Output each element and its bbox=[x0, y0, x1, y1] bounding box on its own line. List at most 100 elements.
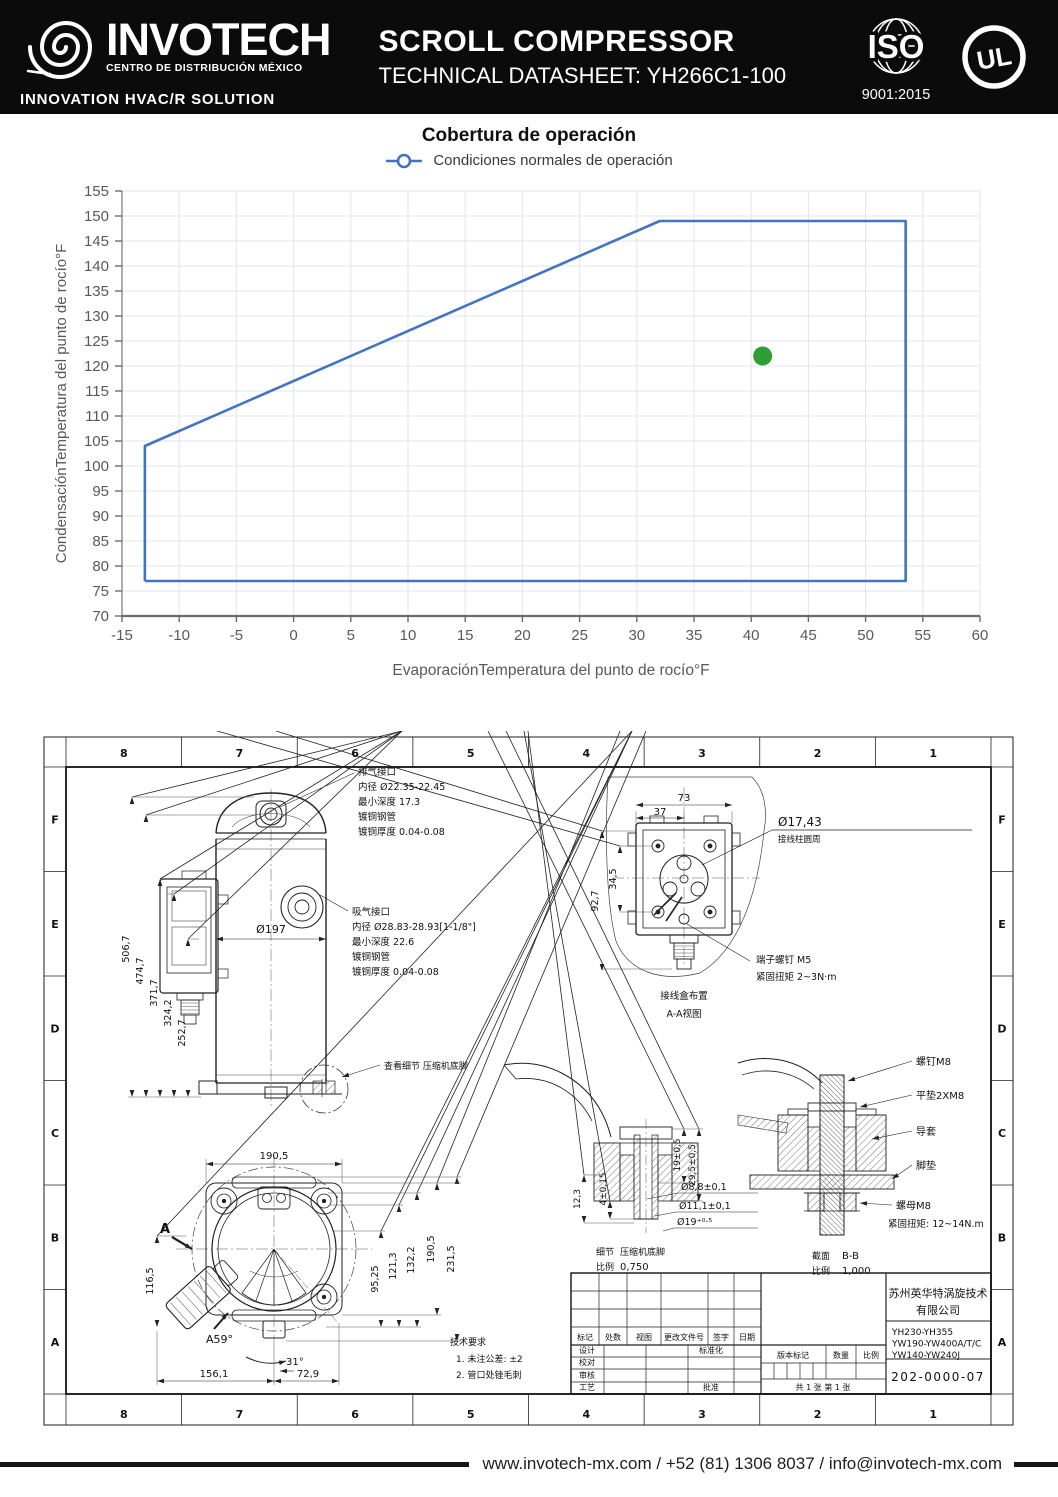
svg-text:140: 140 bbox=[84, 258, 109, 275]
svg-text:ISO: ISO bbox=[868, 28, 925, 65]
svg-text:324,2: 324,2 bbox=[163, 999, 174, 1026]
svg-text:135: 135 bbox=[84, 283, 109, 300]
envelope-outline bbox=[143, 219, 907, 583]
svg-text:更改文件号: 更改文件号 bbox=[664, 1332, 704, 1342]
svg-text:-15: -15 bbox=[111, 627, 133, 644]
page-subtitle: TECHNICAL DATASHEET: YH266C1-100 bbox=[378, 63, 787, 88]
svg-text:镀铜厚度 0.04-0.08: 镀铜厚度 0.04-0.08 bbox=[358, 826, 445, 838]
ul-badge: UL bbox=[962, 25, 1026, 89]
gridlines bbox=[121, 190, 981, 617]
operating-envelope-section: Cobertura de operación Condiciones norma… bbox=[0, 125, 1058, 685]
svg-text:C: C bbox=[51, 1127, 59, 1140]
svg-text:F: F bbox=[998, 813, 1006, 826]
svg-text:371,7: 371,7 bbox=[149, 979, 160, 1006]
svg-text:0,750: 0,750 bbox=[620, 1262, 649, 1273]
legend-marker-icon bbox=[386, 153, 423, 168]
logo-tagline: INNOVATION HVAC/R SOLUTION bbox=[20, 90, 275, 108]
svg-text:120: 120 bbox=[84, 358, 109, 375]
svg-text:紧固扭矩: 12~14N.m: 紧固扭矩: 12~14N.m bbox=[888, 1218, 984, 1230]
svg-text:80: 80 bbox=[92, 558, 109, 575]
svg-text:A59°: A59° bbox=[206, 1333, 233, 1346]
svg-text:接线盒布置: 接线盒布置 bbox=[660, 990, 708, 1002]
x-axis-label: EvaporaciónTemperatura del punto de rocí… bbox=[392, 662, 709, 679]
svg-text:75: 75 bbox=[92, 583, 109, 600]
svg-text:校对: 校对 bbox=[579, 1357, 595, 1367]
iso-badge: ISO 9001:2015 bbox=[862, 18, 930, 103]
svg-text:45: 45 bbox=[800, 627, 817, 644]
svg-text:Ø197: Ø197 bbox=[256, 923, 286, 936]
footer-rule-right bbox=[1014, 1461, 1058, 1467]
svg-text:F: F bbox=[51, 813, 59, 826]
svg-text:YH230-YH355: YH230-YH355 bbox=[891, 1328, 953, 1338]
document-title: SCROLL COMPRESSOR TECHNICAL DATASHEET: Y… bbox=[379, 25, 787, 89]
svg-text:版本标记: 版本标记 bbox=[777, 1350, 809, 1360]
svg-text:A: A bbox=[998, 1336, 1007, 1349]
svg-text:35: 35 bbox=[686, 627, 703, 644]
svg-text:4: 4 bbox=[582, 747, 590, 760]
y-axis-label: CondensaciónTemperatura del punto de roc… bbox=[53, 244, 70, 564]
globe-icon bbox=[868, 18, 924, 74]
svg-text:1. 未注公差: ±2: 1. 未注公差: ±2 bbox=[456, 1353, 523, 1365]
svg-text:29,5±0,5: 29,5±0,5 bbox=[688, 1144, 698, 1186]
svg-text:审核: 审核 bbox=[579, 1370, 595, 1380]
svg-text:1,000: 1,000 bbox=[842, 1266, 871, 1277]
svg-text:日期: 日期 bbox=[739, 1333, 755, 1342]
svg-text:19±0,5: 19±0,5 bbox=[673, 1138, 683, 1171]
page-title: SCROLL COMPRESSOR bbox=[378, 25, 735, 58]
svg-text:内径 Ø22.35-22.45: 内径 Ø22.35-22.45 bbox=[358, 781, 445, 793]
svg-text:螺钉M8: 螺钉M8 bbox=[916, 1056, 951, 1068]
svg-text:苏州英华特涡旋技术: 苏州英华特涡旋技术 bbox=[889, 1286, 988, 1300]
svg-text:最小深度 22.6: 最小深度 22.6 bbox=[352, 936, 414, 948]
svg-text:8: 8 bbox=[120, 747, 128, 760]
svg-text:标记: 标记 bbox=[577, 1332, 593, 1342]
header: INVOTECH CENTRO DE DISTRIBUCIÓN MÉXICO I… bbox=[0, 0, 1058, 114]
svg-text:平垫2XM8: 平垫2XM8 bbox=[916, 1089, 964, 1102]
svg-text:排气接口: 排气接口 bbox=[358, 766, 396, 778]
svg-text:100: 100 bbox=[84, 458, 109, 475]
title-block: 标记处数视图更改文件号签字日期设计校对审核工艺标准化批准版本标记数量比例共 1 … bbox=[570, 1272, 992, 1395]
svg-text:110: 110 bbox=[85, 408, 109, 425]
svg-text:E: E bbox=[51, 918, 59, 931]
svg-text:截面: 截面 bbox=[812, 1250, 830, 1262]
svg-text:数量: 数量 bbox=[833, 1350, 849, 1360]
svg-text:55: 55 bbox=[914, 627, 931, 644]
certification-badges: ISO 9001:2015 UL bbox=[852, 9, 1034, 105]
svg-text:查看细节 压缩机底脚: 查看细节 压缩机底脚 bbox=[384, 1060, 468, 1072]
svg-text:115: 115 bbox=[85, 383, 109, 400]
svg-text:视图: 视图 bbox=[636, 1332, 652, 1342]
svg-text:116,5: 116,5 bbox=[145, 1267, 156, 1294]
svg-text:202-0000-07: 202-0000-07 bbox=[891, 1370, 985, 1384]
svg-text:共 1 张 第 1 张: 共 1 张 第 1 张 bbox=[796, 1382, 851, 1392]
svg-text:70: 70 bbox=[92, 608, 109, 625]
svg-text:A: A bbox=[160, 1222, 170, 1237]
logo-subtitle: CENTRO DE DISTRIBUCIÓN MÉXICO bbox=[106, 62, 303, 75]
svg-text:506,7: 506,7 bbox=[121, 935, 132, 962]
svg-text:252,7: 252,7 bbox=[177, 1019, 188, 1046]
svg-text:25: 25 bbox=[571, 627, 588, 644]
svg-text:190,5: 190,5 bbox=[426, 1235, 437, 1262]
svg-text:比例: 比例 bbox=[863, 1350, 879, 1360]
svg-text:比例: 比例 bbox=[596, 1261, 614, 1273]
svg-text:镀铜钢管: 镀铜钢管 bbox=[358, 811, 396, 823]
svg-text:34,5: 34,5 bbox=[608, 868, 619, 889]
svg-text:72,9: 72,9 bbox=[297, 1369, 319, 1380]
svg-text:细节: 细节 bbox=[596, 1246, 614, 1258]
svg-text:5: 5 bbox=[467, 1408, 475, 1421]
svg-text:474,7: 474,7 bbox=[135, 957, 146, 984]
svg-text:吸气接口: 吸气接口 bbox=[352, 906, 390, 918]
svg-text:-10: -10 bbox=[168, 627, 190, 644]
svg-text:132,2: 132,2 bbox=[406, 1246, 417, 1273]
svg-text:90: 90 bbox=[92, 508, 109, 525]
svg-text:156,1: 156,1 bbox=[200, 1369, 229, 1380]
svg-text:签字: 签字 bbox=[713, 1332, 729, 1342]
svg-text:B: B bbox=[51, 1231, 59, 1244]
svg-text:40: 40 bbox=[743, 627, 760, 644]
svg-text:20: 20 bbox=[514, 627, 531, 644]
svg-text:压缩机底脚: 压缩机底脚 bbox=[620, 1246, 665, 1258]
